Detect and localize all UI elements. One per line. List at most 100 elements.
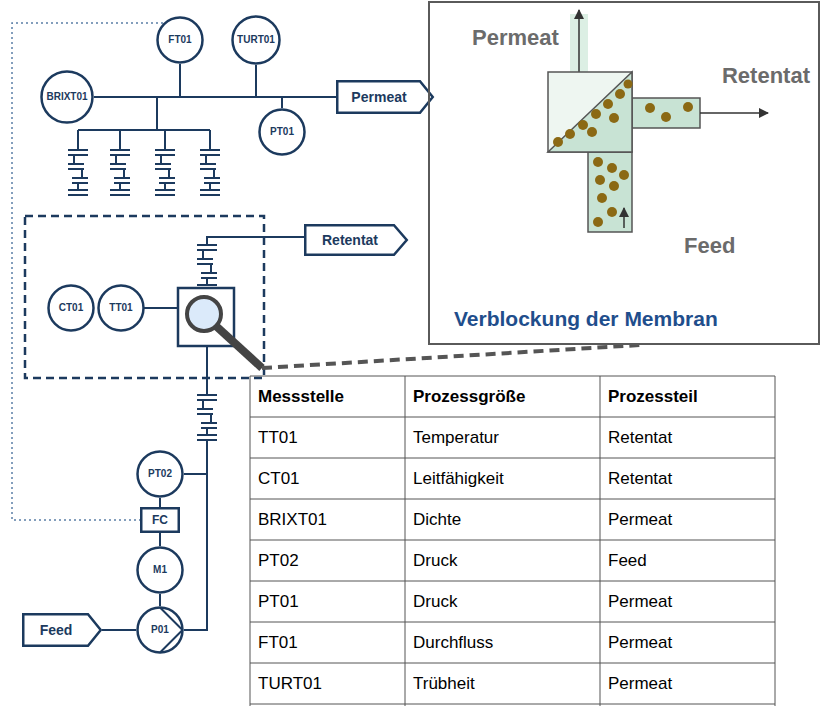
table-cell: Durchfluss <box>413 622 493 663</box>
pentagon-outline <box>337 81 433 113</box>
pipe-connector <box>184 474 207 630</box>
particle <box>593 217 603 227</box>
circle-outline <box>158 18 203 63</box>
table-header: Prozessteil <box>608 376 698 417</box>
flow-arrow <box>700 112 768 114</box>
circle-outline <box>233 17 280 64</box>
particle <box>593 157 603 167</box>
particles <box>553 80 693 228</box>
table-cell: TT01 <box>258 417 298 458</box>
circle-outline <box>138 608 183 653</box>
pentagon-outline <box>23 614 101 646</box>
pipe-connector <box>180 64 336 97</box>
table-cell: BRIXT01 <box>258 499 327 540</box>
node-label: CT01 <box>59 302 83 314</box>
table-header: Prozessgröße <box>413 376 525 417</box>
particle <box>591 109 601 119</box>
node-label: PT02 <box>148 468 172 480</box>
pipe <box>207 237 304 245</box>
fitting-symbol <box>197 395 217 440</box>
table-cell: Trübheit <box>413 663 475 704</box>
pipe-connector <box>282 97 336 108</box>
particle <box>624 80 633 89</box>
membrane-housing <box>548 72 632 152</box>
table-header: Messstelle <box>258 376 344 417</box>
flow-arrow <box>623 208 625 228</box>
table-cell: Permeat <box>608 622 672 663</box>
node-label: TURT01 <box>237 34 275 46</box>
zoom-leader <box>262 345 640 368</box>
table-cell: Permeat <box>608 663 672 704</box>
circle-outline <box>138 548 183 593</box>
node-label: PT01 <box>270 126 294 138</box>
pipe-connector <box>159 533 161 546</box>
particle <box>661 112 671 122</box>
instrument-circle: PT01 <box>258 108 306 156</box>
particle <box>565 129 575 139</box>
circle-outline <box>49 286 94 331</box>
pipe-connector <box>102 629 136 631</box>
table-cell: PT02 <box>258 540 299 581</box>
feed-tube <box>588 152 632 232</box>
table-cell: Retentat <box>608 417 672 458</box>
offpage-arrow: Feed <box>22 613 102 647</box>
particle <box>619 170 629 180</box>
magnifier-glass <box>187 297 221 331</box>
particle <box>603 99 613 109</box>
table-cell: Permeat <box>608 581 672 622</box>
node-label: Retentat <box>322 232 390 248</box>
particle <box>587 127 597 137</box>
inset-label: Retentat <box>722 63 810 89</box>
particle <box>597 193 607 203</box>
table-cell: Permeat <box>608 499 672 540</box>
inset-label: Permeat <box>472 25 559 51</box>
instrument-circle: PT02 <box>136 450 184 498</box>
pipe <box>78 97 210 150</box>
dashed-region <box>25 216 264 378</box>
circle-outline <box>99 286 144 331</box>
pentagon-outline <box>305 225 407 255</box>
offpage-arrow: Permeat <box>336 80 434 114</box>
table-cell: Druck <box>413 540 457 581</box>
instrument-circle: FT01 <box>156 16 204 64</box>
instrument-circle: CT01 <box>47 284 95 332</box>
circle-outline <box>260 110 305 155</box>
controller-box: FC <box>140 507 180 533</box>
fitting-symbol <box>197 245 217 290</box>
circle-outline <box>138 452 183 497</box>
signal-line <box>12 23 163 520</box>
pipe-connector <box>256 65 336 97</box>
table-cell: Leitfähigkeit <box>413 458 504 499</box>
flow-arrow <box>578 10 580 72</box>
table-cell: CT01 <box>258 458 300 499</box>
motor-circle: M1 <box>136 546 184 594</box>
pipe-connector <box>159 594 161 606</box>
fitting-symbol <box>200 150 220 195</box>
node-label: M1 <box>153 564 167 576</box>
table-lines <box>250 376 775 706</box>
particle <box>683 102 693 112</box>
table-cell: Druck <box>413 581 457 622</box>
node-label: TT01 <box>109 302 132 314</box>
node-label: Feed <box>40 622 85 638</box>
particle <box>645 103 655 113</box>
table-cell: Feed <box>608 540 647 581</box>
retentate-tube <box>632 98 700 128</box>
particle <box>615 89 625 99</box>
node-label: BRIXT01 <box>46 91 87 103</box>
fitting-symbol <box>155 150 175 195</box>
table-grid <box>250 376 775 706</box>
offpage-arrow: Retentat <box>304 224 408 256</box>
membrane-feed-side <box>548 72 632 152</box>
inset-label: Feed <box>684 233 735 259</box>
particle <box>595 175 605 185</box>
fitting-symbol <box>68 150 88 195</box>
magnifier-handle <box>216 326 262 368</box>
table-cell: Retentat <box>608 458 672 499</box>
instrument-circle: TURT01 <box>231 15 281 65</box>
particle <box>553 137 563 147</box>
node-label: FT01 <box>168 34 191 46</box>
instrument-circle: BRIXT01 <box>40 70 94 124</box>
node-label: Permeat <box>351 89 418 105</box>
